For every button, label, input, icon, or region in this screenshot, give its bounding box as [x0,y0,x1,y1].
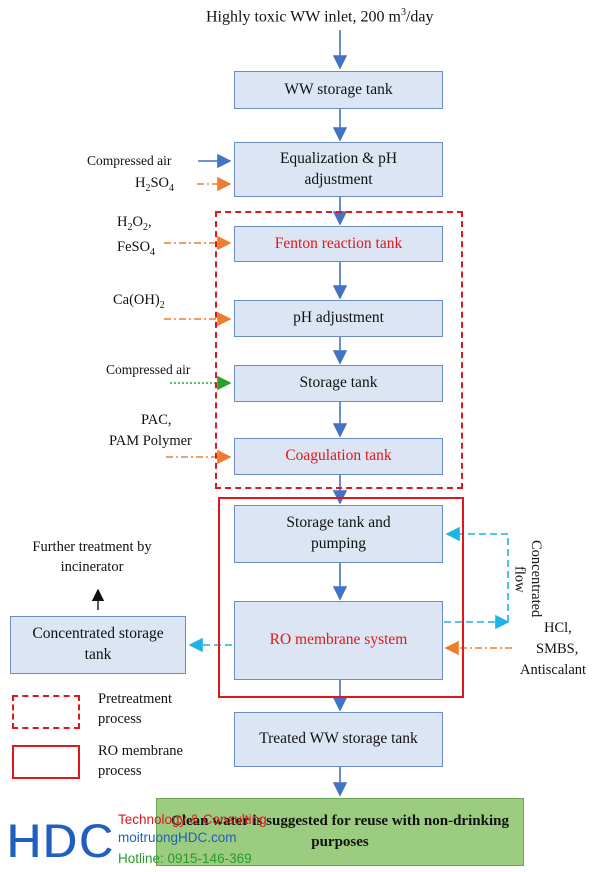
fenton-reaction-tank: Fenton reaction tank [234,226,443,262]
h2o2-comma: , [147,214,152,230]
storage-pumping-tank: Storage tank and pumping [234,505,443,563]
concentrated-storage-tank: Concentrated storage tank [10,616,186,674]
hdc-logo-mark: HDC [5,812,115,870]
logo-line-2: moitruongHDC.com [118,830,237,845]
h2so4-sub2: 4 [169,182,175,194]
storage-tank: Storage tank [234,365,443,402]
feso4-sub: 4 [150,246,156,258]
h2so4-sub1: 2 [145,182,151,194]
hdc-logo: HDC [4,812,115,870]
legend-pretreatment-label: Pretreatment process [98,691,173,727]
caoh2-label: Ca(OH)2 [113,291,165,312]
h2o2-h: H [117,214,128,230]
h2so4-h: H [135,175,146,191]
clean-water-box: Clean water is suggested for reuse with … [156,798,524,866]
concentrated-flow-label: Concentrated flow [511,540,544,618]
ro-membrane-group [218,497,464,698]
coagulation-tank: Coagulation tank [234,438,443,475]
h2so4-label: H2SO4 [135,174,174,195]
feso4-text: FeSO [117,239,151,255]
antiscalant-label: Antiscalant [520,662,587,678]
ro-membrane-system: RO membrane system [234,601,443,680]
h2o2-sub2: 2 [142,221,148,233]
logo-line-3: Hotline: 0915-146-369 [118,851,252,866]
pac-label: PAC, [141,412,172,428]
logo-line-1: Technology & Consulting [118,812,267,827]
hcl-label: HCl, [544,620,572,636]
treated-ww-storage-tank: Treated WW storage tank [234,712,443,767]
caoh-sub: 2 [159,299,165,311]
inlet-sup: 3 [400,7,406,18]
h2so4-so: SO [150,175,170,191]
inlet-suffix: /day [405,8,434,26]
legend-ro-swatch [12,745,80,779]
compressed-air-label-1: Compressed air [87,153,172,168]
ph-adjustment-tank: pH adjustment [234,300,443,337]
further-treatment-label: Further treatment by incinerator [32,539,152,575]
pretreatment-group [215,211,463,489]
ww-storage-tank: WW storage tank [234,71,443,109]
inlet-label: Highly toxic WW inlet, 200 m3/day [206,6,434,28]
inlet-text: Highly toxic WW inlet, 200 m [206,8,401,26]
h2o2-o: O [132,214,143,230]
legend-pretreatment-swatch [12,695,80,729]
legend-ro-label: RO membrane process [98,743,183,779]
caoh-text: Ca(OH) [113,292,160,308]
pam-polymer-label: PAM Polymer [109,433,192,449]
h2o2-label: H2O2, [117,213,152,234]
smbs-label: SMBS, [536,641,579,657]
compressed-air-label-2: Compressed air [106,362,191,377]
equalization-tank: Equalization & pH adjustment [234,142,443,197]
hdc-brand-text: HDC [6,814,114,864]
h2o2-sub1: 2 [127,221,133,233]
feso4-label: FeSO4 [117,238,155,259]
